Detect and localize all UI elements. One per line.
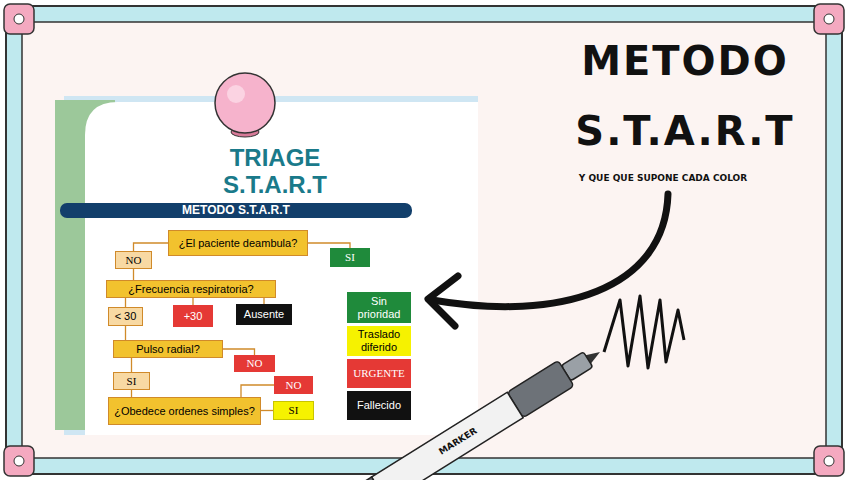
handwritten-title: METODO S.T.A.R.T [560, 26, 810, 166]
corner-screws [14, 14, 834, 466]
flow-connector [125, 298, 126, 307]
marker-scribble [604, 296, 684, 368]
decision-box: ¿El paciente deambula? [168, 230, 308, 256]
flow-connector [131, 358, 132, 372]
marker-pen [338, 339, 608, 480]
pushpin [215, 73, 275, 137]
answer-box: NO [234, 355, 275, 372]
answer-box: NO [274, 376, 313, 394]
node-text: NO [244, 357, 266, 370]
callout-arrow [428, 194, 668, 326]
frame-corners [4, 4, 844, 476]
board-surface [22, 22, 826, 458]
flow-connector [133, 269, 134, 280]
legend-swatch: Fallecido [346, 390, 412, 421]
legend-swatch: Traslado diferido [346, 325, 412, 357]
node-text: ¿Obedece ordenes simples? [111, 405, 258, 418]
node-text: NO [123, 254, 145, 267]
legend-text: URGENTE [351, 367, 406, 380]
decision-box: ¿Obedece ordenes simples? [108, 397, 261, 425]
slide-title: TRIAGE S.T.A.R.T [195, 144, 355, 198]
flow-connector [134, 243, 169, 251]
node-text: SI [124, 375, 140, 388]
decision-box: Pulso radial? [113, 340, 223, 358]
flow-connector [131, 390, 132, 397]
flow-connector [241, 385, 274, 397]
node-text: SI [342, 251, 358, 264]
marker-label: MARKER [421, 416, 495, 468]
slide-card [85, 102, 478, 435]
slide-band [60, 203, 412, 218]
flow-connector [192, 298, 193, 305]
subtitle-note: Y QUE QUE SUPONE CADA COLOR [538, 172, 788, 184]
node-text: Ausente [241, 308, 287, 321]
board-frame [6, 6, 842, 474]
answer-box: SI [113, 372, 150, 390]
answer-box: SI [330, 248, 370, 267]
node-text: ¿Frecuencia respiratoria? [125, 283, 256, 296]
node-text: Pulso radial? [133, 343, 203, 356]
answer-box: Ausente [236, 304, 292, 325]
node-text: SI [286, 404, 302, 417]
answer-box: NO [115, 251, 152, 269]
answer-box: SI [273, 401, 314, 420]
flow-connector [125, 326, 126, 340]
answer-box: +30 [173, 305, 213, 327]
band-text: METODO S.T.A.R.T [60, 203, 412, 218]
node-text: ¿El paciente deambula? [176, 237, 301, 250]
answer-box: < 30 [108, 307, 143, 326]
legend-text: Traslado diferido [347, 328, 411, 353]
node-text: NO [283, 379, 305, 392]
legend-text: Fallecido [355, 399, 403, 412]
legend-text: Sin prioridad [347, 295, 411, 320]
legend-swatch: URGENTE [346, 358, 412, 389]
flow-connector [261, 410, 273, 411]
node-text: < 30 [112, 310, 140, 323]
slide-backdrop [64, 96, 478, 435]
node-text: +30 [181, 310, 206, 323]
legend-swatch: Sin prioridad [346, 291, 412, 324]
decision-box: ¿Frecuencia respiratoria? [106, 280, 276, 298]
